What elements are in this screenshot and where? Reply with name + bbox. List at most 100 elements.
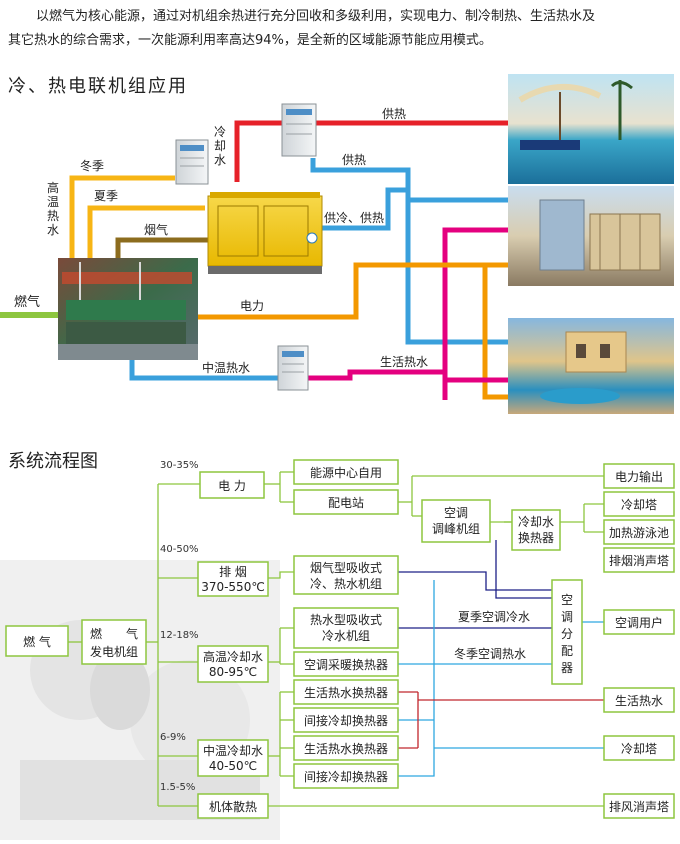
text-mid-cool-1: 中温冷却水 — [203, 743, 263, 758]
section1-title: 冷、热电联机组应用 — [8, 76, 188, 97]
cooling-unit-1 — [175, 139, 209, 185]
pct-body-heat: 1.5-5% — [160, 782, 195, 793]
box-out-vent-silencer — [603, 793, 675, 819]
box-hw-abs — [293, 607, 399, 649]
pool-resort-image — [508, 74, 674, 184]
pct-power: 30-35% — [160, 460, 199, 471]
box-out-power — [603, 463, 675, 489]
box-energy-center — [293, 459, 399, 485]
text-out-power: 电力输出 — [615, 469, 663, 484]
label-power: 电力 — [240, 299, 264, 313]
text-mid-cool-2: 40-50℃ — [209, 759, 257, 773]
box-out-cooling-tower-2 — [603, 735, 675, 761]
text-cw-hx-2: 换热器 — [518, 531, 554, 545]
line-magenta-building — [442, 227, 510, 400]
box-flue-abs — [293, 555, 399, 595]
text-substation: 配电站 — [328, 496, 364, 510]
text-out-dhw: 生活热水 — [615, 694, 663, 708]
box-gas — [5, 625, 69, 657]
line-cooling-water — [234, 120, 510, 182]
text-ind-hx-2: 间接冷却换热器 — [304, 769, 388, 784]
pct-exhaust: 40-50% — [160, 544, 199, 555]
text-ac-hx: 空调采暖换热器 — [304, 658, 388, 672]
pct-mid-cool: 6-9% — [160, 732, 186, 743]
label-flue-gas: 烟气 — [144, 222, 168, 237]
label-summer: 夏季 — [94, 189, 118, 203]
cooling-unit-2 — [281, 103, 317, 157]
text-out-cooling-tower-1: 冷却塔 — [621, 498, 657, 512]
pipe-lines — [0, 120, 510, 400]
text-hw-abs-2: 冷水机组 — [322, 629, 370, 643]
text-energy-center: 能源中心自用 — [310, 465, 382, 480]
flow-winter-hot: 冬季空调热水 — [454, 646, 526, 661]
text-hw-abs-1: 热水型吸收式 — [310, 613, 382, 627]
line-summer — [87, 205, 205, 260]
text-ac-dist: 空调分配器 — [561, 593, 573, 675]
line-power-villa — [482, 265, 510, 400]
flow-boxes — [5, 459, 675, 819]
label-dhw: 生活热水 — [380, 355, 428, 369]
text-power: 电 力 — [218, 479, 246, 493]
text-gas: 燃 气 — [23, 634, 51, 649]
line-dhw — [306, 369, 445, 381]
label-high-temp-water: 高温热水 — [47, 180, 59, 237]
text-ind-hx-1: 间接冷却换热器 — [304, 713, 388, 728]
box-ind-hx-2 — [293, 763, 399, 789]
text-dhw-hx-2: 生活热水换热器 — [304, 742, 388, 756]
box-cw-hx — [511, 509, 561, 551]
box-ind-hx-1 — [293, 707, 399, 733]
box-ac-dist — [551, 579, 583, 685]
line-winter — [69, 175, 175, 260]
text-flue-abs-1: 烟气型吸收式 — [310, 560, 382, 575]
office-building-image — [508, 186, 674, 286]
text-cw-hx-1: 冷却水 — [518, 515, 554, 529]
box-body-heat — [197, 793, 269, 819]
intro-line-2: 其它热水的综合需求，一次能源利用率高达94%，是全新的区域能源节能应用模式。 — [8, 32, 492, 48]
line-heat-blue — [310, 158, 510, 345]
text-out-pool: 加热游泳池 — [609, 526, 669, 540]
text-out-ac-user: 空调用户 — [615, 615, 663, 630]
text-flue-abs-2: 冷、热水机组 — [310, 577, 382, 591]
text-genset-2: 发电机组 — [90, 644, 138, 659]
text-ac-peak-2: 调峰机组 — [432, 522, 480, 536]
box-substation — [293, 489, 399, 515]
box-dhw-hx-2 — [293, 735, 399, 761]
box-dhw-hx-1 — [293, 679, 399, 705]
text-dhw-hx-1: 生活热水换热器 — [304, 686, 388, 700]
box-out-cooling-tower-1 — [603, 491, 675, 517]
line-flue-gas — [115, 237, 215, 260]
text-exhaust-2: 370-550℃ — [201, 580, 265, 594]
text-out-cooling-tower-2: 冷却塔 — [621, 742, 657, 756]
box-ac-hx — [293, 651, 399, 677]
box-hi-cool — [197, 645, 269, 683]
label-heat-2: 供热 — [342, 153, 366, 167]
box-out-dhw — [603, 687, 675, 713]
label-winter: 冬季 — [80, 158, 104, 173]
box-genset — [81, 619, 147, 665]
pct-hi-cool: 12-18% — [160, 630, 199, 641]
box-out-exhaust-silencer — [603, 547, 675, 573]
cooling-unit-3 — [277, 345, 309, 391]
factory-image — [58, 258, 198, 360]
box-ac-peak — [421, 499, 491, 543]
flow-connectors — [68, 471, 614, 807]
label-mid-temp: 中温热水 — [202, 360, 250, 375]
box-mid-cool — [197, 739, 269, 777]
text-out-exhaust-silencer: 排烟消声塔 — [609, 554, 669, 568]
intro-line-1: 以燃气为核心能源，通过对机组余热进行充分回收和多级利用，实现电力、制冷制热、生活… — [36, 8, 595, 24]
text-body-heat: 机体散热 — [209, 799, 257, 814]
line-power — [197, 262, 510, 320]
box-out-ac-user — [603, 609, 675, 635]
box-out-pool — [603, 519, 675, 545]
label-gas: 燃气 — [14, 294, 40, 310]
box-exhaust — [197, 561, 269, 597]
line-mid-temp — [129, 360, 280, 381]
flow-summer-chilled: 夏季空调冷水 — [458, 610, 530, 624]
section2-title: 系统流程图 — [8, 451, 98, 472]
text-ac-peak-1: 空调 — [444, 506, 468, 520]
text-out-vent-silencer: 排风消声塔 — [609, 800, 669, 814]
text-exhaust-1: 排 烟 — [219, 565, 247, 579]
label-cool-heat: 供冷、供热 — [324, 211, 384, 225]
line-cool-heat — [322, 187, 408, 231]
